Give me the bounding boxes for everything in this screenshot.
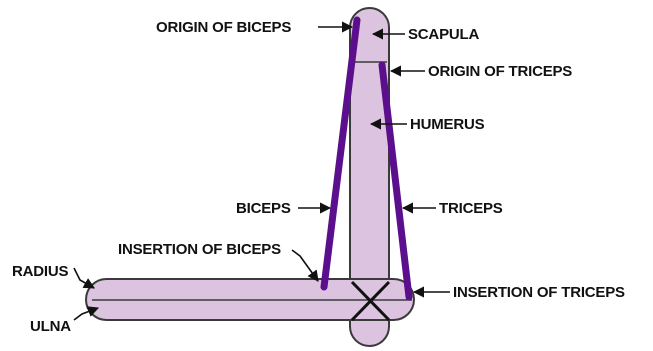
label-triceps: TRICEPS — [439, 200, 503, 217]
label-scapula: SCAPULA — [408, 26, 479, 43]
label-biceps: BICEPS — [236, 200, 291, 217]
label-humerus: HUMERUS — [410, 116, 485, 133]
label-origin-of-triceps: ORIGIN OF TRICEPS — [428, 63, 572, 80]
label-insertion-of-biceps: INSERTION OF BICEPS — [118, 241, 281, 258]
label-radius: RADIUS — [12, 263, 68, 280]
insertion-of-biceps-leader — [292, 250, 318, 281]
label-ulna: ULNA — [30, 318, 71, 335]
label-origin-of-biceps: ORIGIN OF BICEPS — [156, 19, 291, 36]
label-insertion-of-triceps: INSERTION OF TRICEPS — [453, 284, 625, 301]
